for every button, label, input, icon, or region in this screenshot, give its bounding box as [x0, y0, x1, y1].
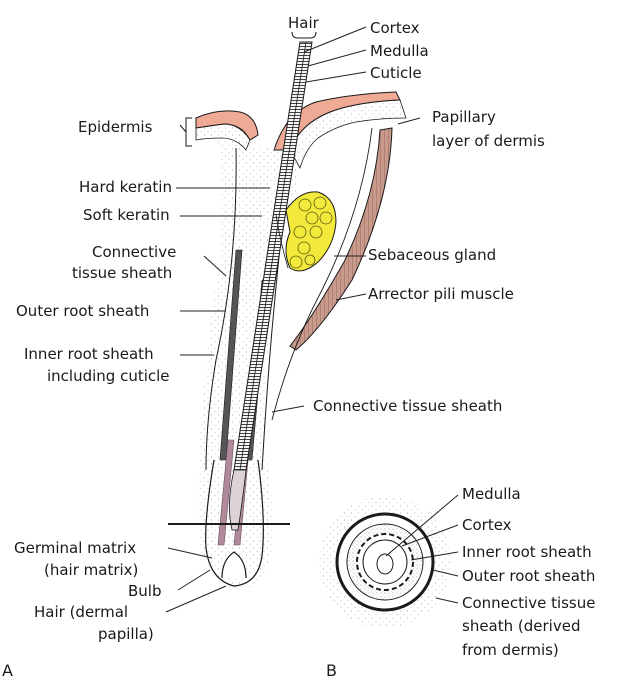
label-hair: Hair: [288, 14, 320, 32]
label-papillary-1: Papillary: [432, 108, 496, 126]
label-papillary-2: layer of dermis: [432, 132, 545, 150]
label-b-cortex: Cortex: [462, 516, 512, 534]
label-b-medulla: Medulla: [462, 485, 521, 503]
label-b-ct-3: from dermis): [462, 641, 559, 659]
label-inner-root-2: including cuticle: [47, 367, 170, 385]
panel-label-a: A: [2, 661, 13, 680]
label-inner-root-1: Inner root sheath: [24, 345, 154, 363]
epidermis-bracket: [180, 118, 192, 146]
label-b-ct-2: sheath (derived: [462, 617, 580, 635]
label-bulb: Bulb: [128, 582, 162, 600]
label-cortex: Cortex: [370, 19, 420, 37]
label-sebaceous-gland: Sebaceous gland: [368, 246, 496, 264]
label-dermal-1: Hair (dermal: [34, 603, 128, 621]
label-germinal-2: (hair matrix): [44, 561, 138, 579]
cross-section: [319, 496, 451, 628]
hair-bracket: [292, 32, 316, 38]
label-germinal-1: Germinal matrix: [14, 539, 136, 557]
label-epidermis: Epidermis: [78, 118, 153, 136]
label-b-outer-root: Outer root sheath: [462, 567, 595, 585]
label-b-inner-root: Inner root sheath: [462, 543, 592, 561]
label-medulla: Medulla: [370, 42, 429, 60]
label-ct-sheath-right: Connective tissue sheath: [313, 397, 502, 415]
label-hard-keratin: Hard keratin: [79, 178, 172, 196]
label-ct-sheath-left-2: tissue sheath: [72, 264, 172, 282]
label-ct-sheath-left-1: Connective: [92, 243, 176, 261]
label-soft-keratin: Soft keratin: [83, 206, 170, 224]
panel-label-b: B: [326, 661, 337, 680]
label-dermal-2: papilla): [98, 625, 154, 643]
label-b-ct-1: Connective tissue: [462, 594, 595, 612]
label-arrector-pili: Arrector pili muscle: [368, 285, 514, 303]
label-outer-root-sheath: Outer root sheath: [16, 302, 149, 320]
label-cuticle: Cuticle: [370, 64, 422, 82]
